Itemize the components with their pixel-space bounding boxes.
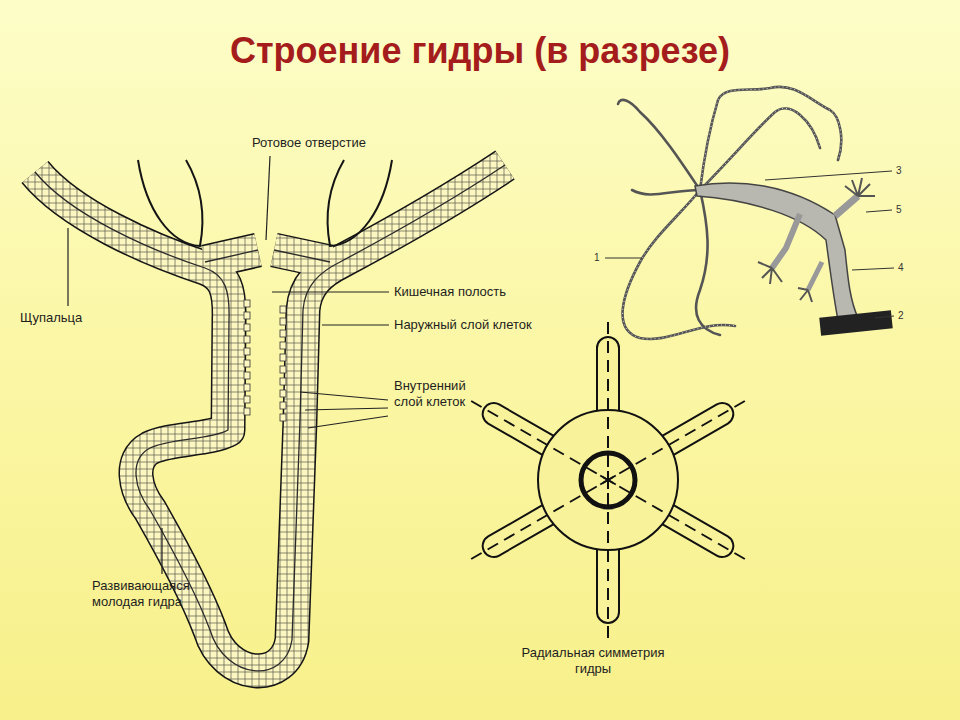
villus — [280, 342, 286, 349]
villus — [280, 354, 286, 361]
illustration-path — [845, 178, 875, 196]
illustration-path — [623, 190, 735, 339]
part-label: Внутренний слой клеток — [394, 378, 466, 410]
villus — [280, 402, 286, 409]
illustration-path — [35, 165, 505, 671]
illustration-path — [138, 160, 202, 246]
illustration-path — [67, 228, 68, 306]
sketch-buds — [758, 178, 875, 302]
illustration-path — [272, 291, 389, 292]
illustration-path — [808, 262, 822, 290]
illustration-path — [875, 316, 894, 318]
villus — [280, 318, 286, 325]
part-label: Наружный слой клеток — [394, 317, 532, 333]
part-label: Щупальца — [20, 310, 82, 326]
part-label: Ротовое отверстие — [252, 135, 366, 151]
sketch-foot — [819, 310, 892, 335]
illustration-path — [765, 171, 892, 180]
callout-number: 2 — [898, 310, 904, 321]
callout-number: 1 — [594, 252, 600, 263]
mouth-ring — [581, 453, 635, 507]
illustration-path — [161, 528, 162, 574]
hydra-wall-cells — [35, 165, 505, 671]
symmetry-axis — [471, 401, 745, 559]
callout-lines — [605, 171, 894, 318]
illustration-path — [700, 87, 841, 190]
callout-number: 5 — [896, 204, 902, 215]
page-title: Строение гидры (в разрезе) — [0, 30, 960, 72]
villus — [280, 330, 286, 337]
symmetry-axis — [471, 401, 745, 559]
villus — [244, 312, 250, 319]
center-mark — [600, 476, 616, 485]
illustration-path — [266, 156, 270, 240]
illustration-path — [758, 262, 782, 284]
illustration-path — [605, 258, 642, 259]
villus — [280, 414, 286, 421]
illustration-path — [696, 190, 720, 335]
hydra-wall-outline — [35, 165, 505, 671]
illustration-path — [632, 190, 700, 194]
callout-number: 4 — [898, 262, 904, 273]
villus — [244, 396, 250, 403]
leader-lines — [68, 156, 389, 574]
illustration-path — [322, 324, 389, 325]
illustration-path — [274, 250, 330, 262]
villus — [244, 300, 250, 307]
illustration-path — [772, 214, 800, 268]
illustration-path — [308, 416, 388, 428]
part-label: Радиальная симметрия гидры — [510, 645, 676, 677]
endoderm-villi — [244, 300, 286, 421]
illustration-path — [205, 250, 258, 262]
illustration-path — [798, 288, 812, 302]
villus — [244, 408, 250, 415]
illustration-path — [274, 250, 330, 262]
illustration-path — [35, 165, 505, 671]
hydra-sketch — [605, 87, 894, 339]
sketch-body — [695, 183, 858, 320]
villus — [244, 348, 250, 355]
radial-symmetry — [471, 322, 745, 638]
illustration-path — [618, 100, 700, 190]
illustration-path — [852, 268, 894, 270]
illustration-path — [700, 87, 841, 190]
cut-tentacle — [138, 160, 392, 246]
villus — [244, 324, 250, 331]
villus — [280, 306, 286, 313]
illustration-path — [205, 250, 258, 262]
villus — [244, 384, 250, 391]
villus — [244, 360, 250, 367]
body-outline — [538, 410, 678, 550]
illustration-path — [35, 165, 505, 671]
villus — [244, 372, 250, 379]
center-mark — [600, 476, 616, 485]
callout-number: 3 — [896, 165, 902, 176]
part-label: Развивающаяся молодая гидра — [92, 578, 242, 610]
villus — [244, 336, 250, 343]
hydra-section — [35, 160, 505, 671]
illustration-path — [623, 190, 735, 339]
illustration-path — [300, 392, 388, 400]
illustration-path — [328, 160, 392, 246]
part-label: Кишечная полость — [394, 284, 506, 300]
villus — [280, 366, 286, 373]
illustration-path — [835, 196, 858, 216]
villus — [280, 390, 286, 397]
layer-divider — [35, 165, 505, 671]
illustration-path — [205, 250, 258, 262]
illustration-path — [305, 408, 388, 410]
illustration-path — [274, 250, 330, 262]
villus — [280, 378, 286, 385]
illustration-path — [866, 210, 892, 212]
